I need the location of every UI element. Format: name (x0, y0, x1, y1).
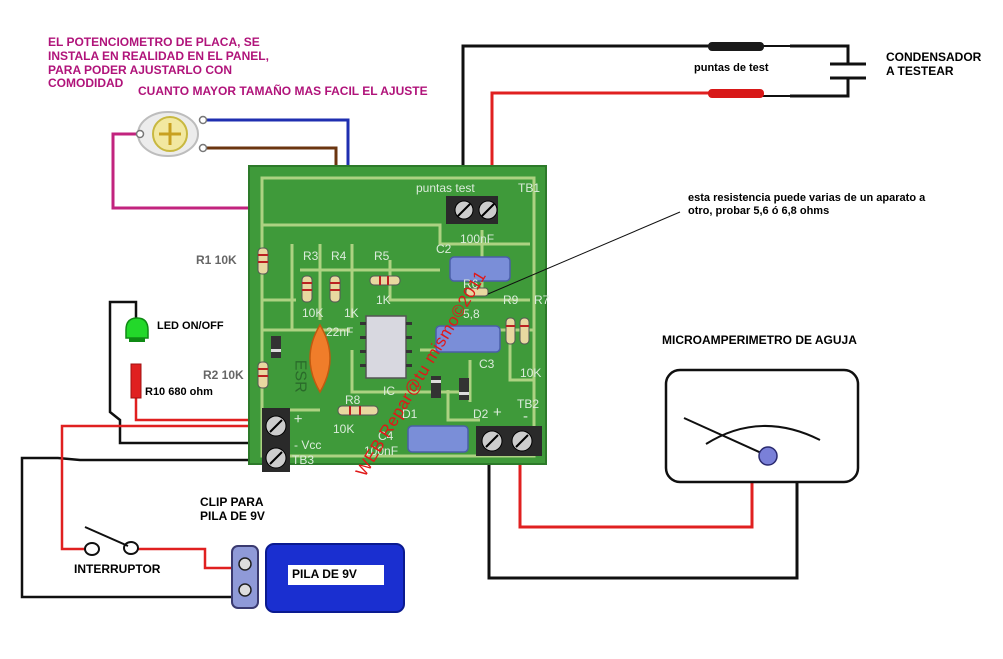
wire-led-red (134, 396, 274, 422)
wire-battery-red (60, 424, 274, 551)
r1-label: R1 10K (196, 253, 237, 267)
pcb-label-ic: IC (383, 384, 395, 398)
pcb-label-tb1: TB1 (518, 181, 541, 195)
wire-meter-red (518, 440, 754, 529)
wire-probe-black (461, 44, 712, 212)
pcb-capacitors (407, 256, 511, 453)
pcb-label-tb2-plus: + (493, 404, 502, 421)
pcb-label-r6-value: 5,8 (463, 307, 480, 321)
pcb-label-c4-value: 100nF (364, 444, 399, 458)
capacitor-symbol (790, 44, 866, 98)
switch-symbol (84, 526, 139, 556)
clip-label-line-2: PILA DE 9V (200, 508, 265, 523)
pcb-label-r9: R9 (503, 293, 519, 307)
r10-resistor (130, 363, 142, 399)
pcb-label-vcc: - Vcc (294, 438, 322, 452)
capacitor-label: CONDENSADOR A TESTEAR (886, 50, 982, 79)
meter-label: MICROAMPERIMETRO DE AGUJA (662, 333, 857, 347)
note-tail: CUANTO MAYOR TAMAÑO MAS FACIL EL AJUSTE (138, 84, 428, 98)
potentiometer-icon (135, 111, 208, 157)
r10-label: R10 680 ohm (145, 386, 213, 398)
pcb-board (248, 165, 547, 472)
capacitor-label-line-2: A TESTEAR (886, 63, 954, 78)
pcb-terminals (262, 196, 542, 472)
resistor-note: esta resistencia puede varias de un apar… (688, 192, 925, 217)
pcb-label-r3: R3 (303, 249, 319, 263)
pcb-label-tb3-plus: + (289, 414, 307, 424)
resistor-note-line-2: otro, probar 5,6 ó 6,8 ohms (688, 204, 830, 217)
led-icon (125, 317, 149, 342)
note-line-1: EL POTENCIOMETRO DE PLACA, SE (48, 35, 260, 49)
switch-label: INTERRUPTOR (74, 562, 161, 576)
pcb-label-10k-b: 10K (333, 422, 355, 436)
pcb-label-d1: D1 (402, 407, 418, 421)
pcb-label-puntas-test: puntas test (416, 181, 475, 195)
pcb-label-r7: R7 (534, 293, 550, 307)
pcb-label-r5: R5 (374, 249, 390, 263)
pcb-label-c2-value: 100nF (460, 232, 495, 246)
pcb-label-c4: C4 (378, 429, 394, 443)
wire-led-black (108, 300, 262, 445)
pcb-label-22nf: 22nF (326, 325, 354, 339)
wire-meter-black (487, 438, 799, 580)
test-probes-icon (708, 42, 764, 98)
pcb-label-tb3: TB3 (292, 453, 315, 467)
wire-switch-red (138, 547, 240, 570)
pcb-label-tb2-minus: - (523, 408, 528, 425)
pcb-ic (360, 315, 412, 379)
note-line-3: PARA PODER AJUSTARLO CON (48, 62, 233, 77)
pcb-label-r4: R4 (331, 249, 347, 263)
pcb-capacitor-orange (309, 323, 331, 394)
battery-label: PILA DE 9V (292, 567, 357, 581)
clip-label-line-1: CLIP PARA (200, 495, 264, 509)
pcb-label-tb2: TB2 (517, 397, 540, 411)
note-text: EL POTENCIOMETRO DE PLACA, SE INSTALA EN… (48, 35, 269, 91)
test-probes-label: puntas de test (694, 62, 769, 74)
pcb-label-1k-b: 1K (344, 306, 359, 320)
resistor-note-line-1: esta resistencia puede varias de un apar… (688, 192, 926, 204)
meter-icon (664, 368, 860, 484)
note-line-2: INSTALA EN REALIDAD EN EL PANEL, (48, 48, 269, 63)
r2-label: R2 10K (203, 368, 244, 382)
pcb-label-esr: ESR (291, 359, 309, 393)
pcb-label-10k-c: 10K (520, 366, 542, 380)
pcb-label-c3: C3 (479, 357, 495, 371)
battery-clip-icon (231, 545, 259, 609)
pcb-label-c2: C2 (436, 242, 452, 256)
capacitor-label-line-1: CONDENSADOR (886, 50, 982, 64)
led-label: LED ON/OFF (157, 320, 224, 332)
note-line-4: COMODIDAD (48, 76, 124, 91)
pcb-label-d2: D2 (473, 407, 489, 421)
pcb-label-r8: R8 (345, 393, 361, 407)
pcb-label-1k-a: 1K (376, 293, 391, 307)
clip-label: CLIP PARA PILA DE 9V (200, 495, 265, 524)
pcb-label-10k-a: 10K (302, 306, 324, 320)
annotation-pointer (487, 211, 681, 295)
battery-icon (265, 543, 405, 613)
pcb-label-r6: R6 (463, 277, 479, 291)
pcb-diodes (271, 336, 469, 400)
